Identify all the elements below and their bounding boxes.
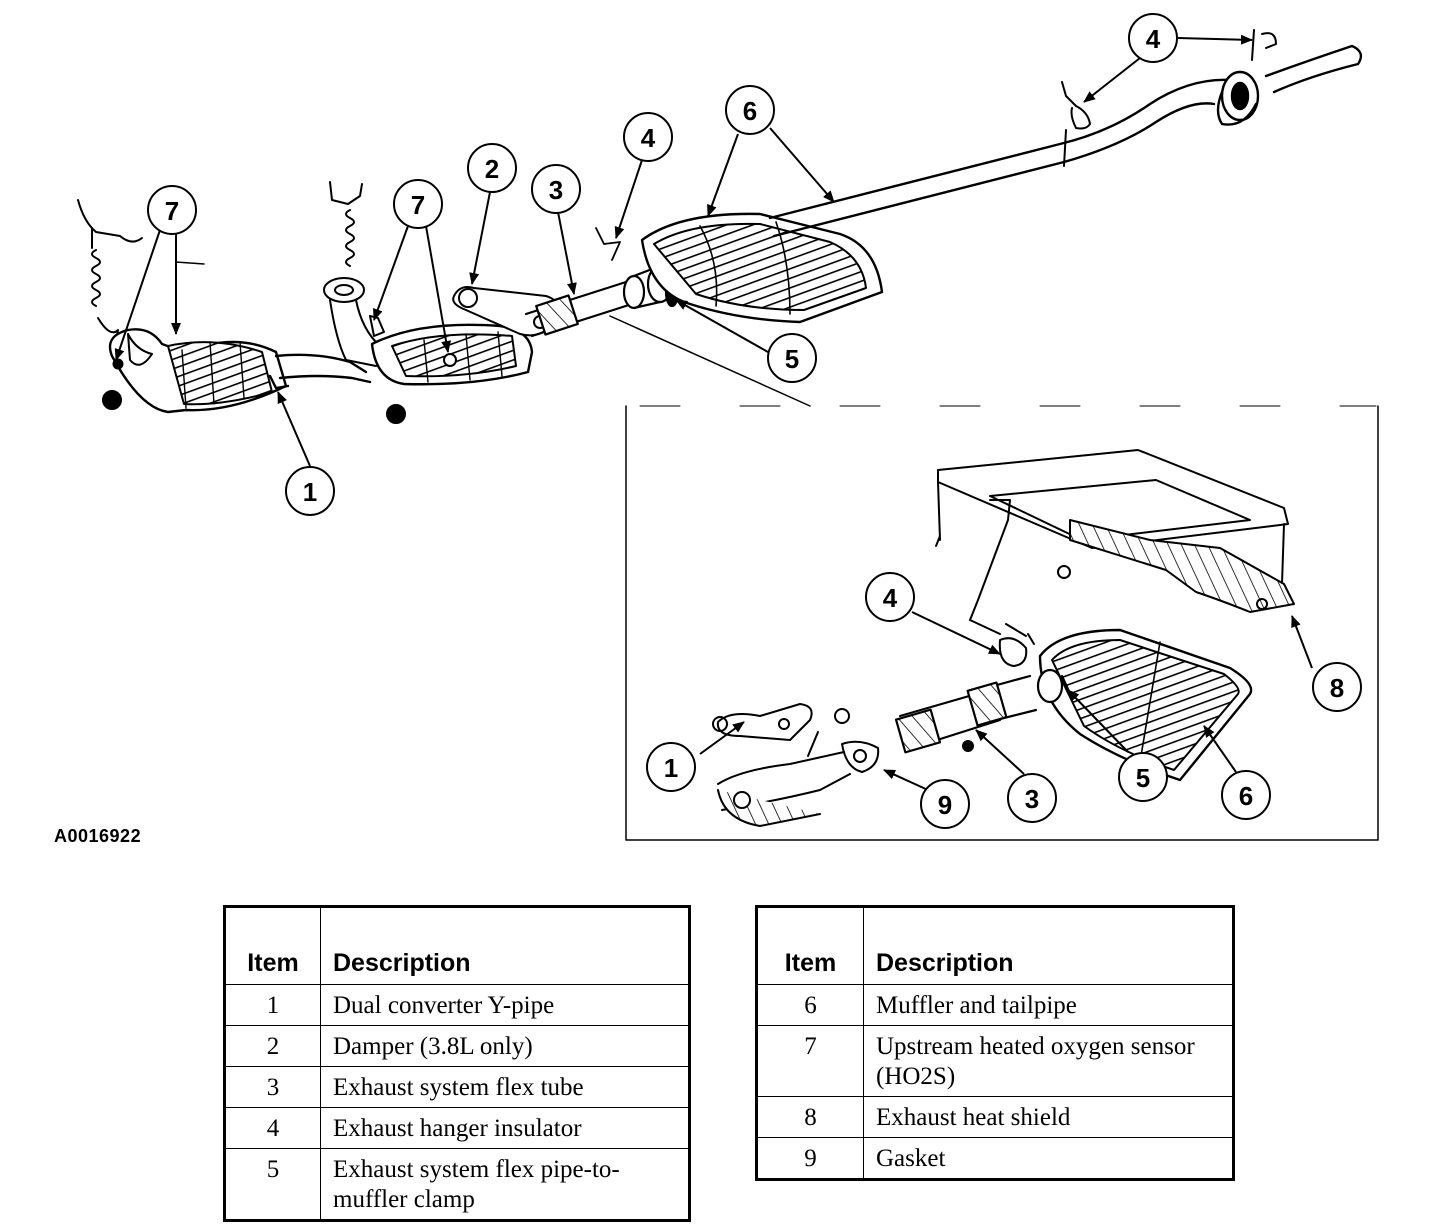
callout-4-main-front: 4	[623, 112, 673, 162]
column-header-description: Description	[320, 906, 690, 985]
table-row: 3 Exhaust system flex tube	[224, 1066, 690, 1108]
callout-8-inset: 8	[1312, 662, 1362, 712]
item-number: 1	[224, 984, 321, 1026]
inset-flex-tube-and-clamp	[894, 668, 1074, 754]
left-catalytic-converter	[108, 328, 288, 414]
callout-5-inset: 5	[1118, 752, 1168, 802]
table-row: 7 Upstream heated oxygen sensor (HO2S)	[756, 1025, 1234, 1097]
heat-shield	[935, 449, 1295, 613]
callout-2-main: 2	[467, 143, 517, 193]
table-row: 5 Exhaust system flex pipe-to-muffler cl…	[224, 1148, 690, 1221]
item-number: 5	[224, 1148, 321, 1221]
svg-text:3: 3	[549, 175, 563, 205]
stud-nut-center	[386, 404, 406, 424]
tailpipe	[768, 44, 1363, 238]
table-header-row: Item Description	[224, 906, 690, 985]
svg-text:8: 8	[1330, 673, 1344, 703]
column-header-item: Item	[756, 906, 864, 985]
table-row: 2 Damper (3.8L only)	[224, 1025, 690, 1067]
left-manifold-stud-assembly	[77, 199, 205, 410]
callout-6-inset: 6	[1221, 770, 1271, 820]
svg-text:5: 5	[785, 344, 799, 374]
dual-converter-y-pipe	[268, 353, 372, 390]
leader-lines	[114, 34, 1313, 791]
table-header-row: Item Description	[756, 906, 1234, 985]
muffler	[640, 212, 884, 324]
callout-4-main-rear: 4	[1128, 13, 1178, 63]
svg-text:1: 1	[664, 753, 678, 783]
item-description: Exhaust hanger insulator	[320, 1107, 690, 1149]
item-number: 3	[224, 1066, 321, 1108]
inset-y-pipe	[712, 703, 974, 827]
table-row: 9 Gasket	[756, 1137, 1234, 1180]
svg-text:7: 7	[411, 190, 425, 220]
figure-reference-code: A0016922	[54, 826, 142, 846]
callout-5-main: 5	[767, 333, 817, 383]
item-number: 4	[224, 1107, 321, 1149]
svg-text:6: 6	[1239, 781, 1253, 811]
flex-tube	[524, 280, 634, 338]
callout-7-center: 7	[393, 179, 443, 229]
svg-text:2: 2	[485, 154, 499, 184]
svg-text:5: 5	[1136, 763, 1150, 793]
inset-hanger	[969, 499, 1035, 667]
svg-text:7: 7	[165, 196, 179, 226]
svg-text:9: 9	[938, 790, 952, 820]
detail-inset	[625, 405, 1379, 841]
callout-9-inset: 9	[920, 779, 970, 829]
table-row: 6 Muffler and tailpipe	[756, 984, 1234, 1026]
callout-1-inset: 1	[646, 742, 696, 792]
svg-text:4: 4	[1146, 24, 1161, 54]
item-description: Exhaust heat shield	[863, 1096, 1234, 1138]
column-header-description: Description	[863, 906, 1234, 985]
item-number: 6	[756, 984, 864, 1026]
center-manifold-stud-assembly	[323, 181, 406, 424]
table-row: 4 Exhaust hanger insulator	[224, 1107, 690, 1149]
main-exhaust-assembly	[77, 29, 1363, 424]
callout-4-inset: 4	[865, 572, 915, 622]
legend-table-left: Item Description 1 Dual converter Y-pipe…	[223, 905, 691, 1222]
item-description: Muffler and tailpipe	[863, 984, 1234, 1026]
item-description: Dual converter Y-pipe	[320, 984, 690, 1026]
item-number: 7	[756, 1025, 864, 1097]
table-row: 8 Exhaust heat shield	[756, 1096, 1234, 1138]
stud-nut-left	[102, 390, 122, 410]
svg-text:3: 3	[1025, 784, 1039, 814]
callout-3-inset: 3	[1007, 773, 1057, 823]
item-number: 8	[756, 1096, 864, 1138]
callout-1-main: 1	[285, 466, 335, 516]
exhaust-system-diagram: 7 1 7 2 3 4 6 5 4 4 8 1	[77, 13, 1379, 841]
svg-text:4: 4	[883, 583, 898, 613]
item-description: Gasket	[863, 1137, 1234, 1180]
right-catalytic-converter	[370, 323, 534, 386]
tailpipe-hangers	[1061, 29, 1277, 167]
item-description: Damper (3.8L only)	[320, 1025, 690, 1067]
callout-3-main: 3	[531, 164, 581, 214]
legend-table-right: Item Description 6 Muffler and tailpipe …	[755, 905, 1235, 1181]
item-number: 2	[224, 1025, 321, 1067]
item-number: 9	[756, 1137, 864, 1180]
item-description: Upstream heated oxygen sensor (HO2S)	[863, 1025, 1234, 1097]
item-description: Exhaust system flex pipe-to-muffler clam…	[320, 1148, 690, 1221]
column-header-item: Item	[224, 906, 321, 985]
callout-7-left: 7	[147, 185, 197, 235]
table-row: 1 Dual converter Y-pipe	[224, 984, 690, 1026]
callout-6-main: 6	[725, 85, 775, 135]
item-description: Exhaust system flex tube	[320, 1066, 690, 1108]
inset-muffler	[1038, 628, 1253, 782]
svg-text:1: 1	[303, 477, 317, 507]
svg-text:6: 6	[743, 96, 757, 126]
svg-text:4: 4	[641, 123, 656, 153]
